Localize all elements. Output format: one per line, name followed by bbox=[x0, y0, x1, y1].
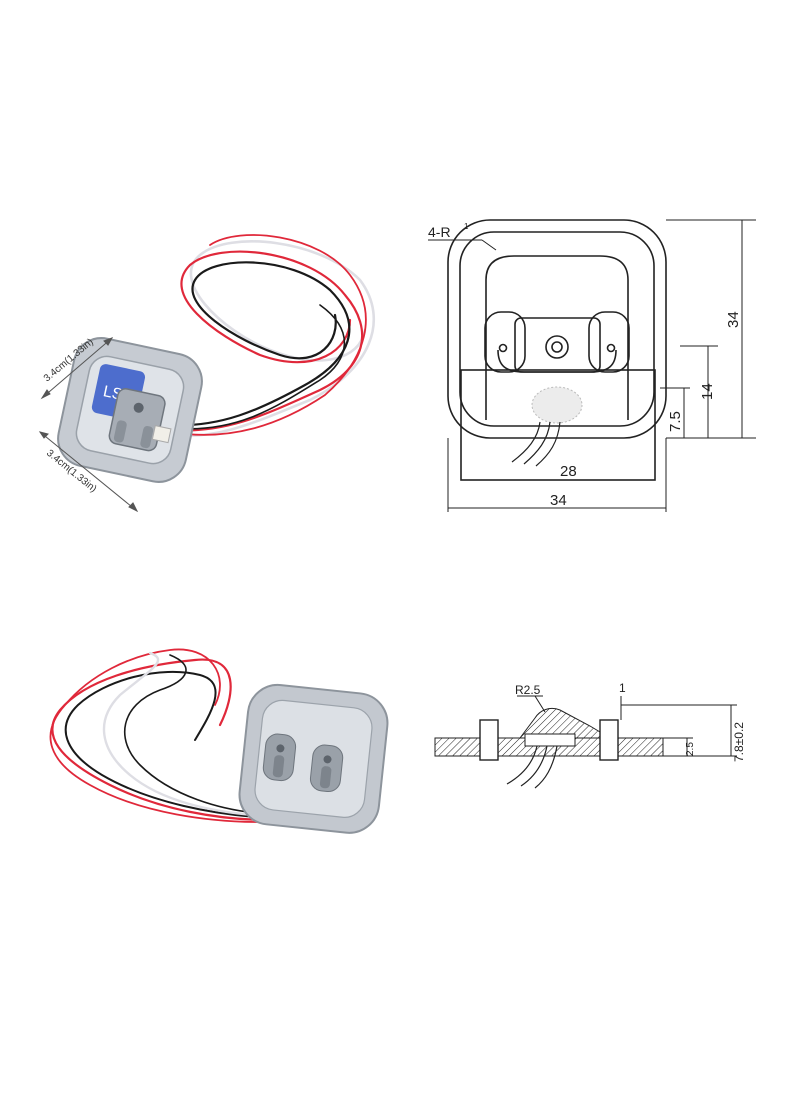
wire-red-2 bbox=[51, 658, 272, 822]
wire-black-2 bbox=[64, 670, 271, 819]
side-radius-label: R2.5 bbox=[515, 683, 541, 697]
dim-14: 14 bbox=[699, 383, 716, 400]
side-dim-2-5: 2.5 bbox=[685, 742, 696, 756]
wire-red bbox=[168, 250, 364, 432]
load-cell-photo-top: LS1 3.4cm(1.33in) 3.4cm(1.33in) bbox=[20, 220, 400, 520]
dim-7-5: 7.5 bbox=[667, 411, 684, 432]
side-dim-1: 1 bbox=[619, 681, 626, 695]
dim-28: 28 bbox=[560, 463, 577, 480]
side-dim-height: 7.8±0.2 bbox=[732, 722, 746, 762]
load-cell-plate-2 bbox=[238, 683, 389, 834]
load-cell-photo-bottom bbox=[20, 635, 400, 845]
technical-drawing-side-view: R2.5 1 2.5 7.8±0.2 bbox=[425, 670, 765, 800]
load-cell-plate: LS1 bbox=[57, 337, 203, 483]
radius-label: 4-R bbox=[428, 224, 451, 240]
technical-drawing-top-view: 4-R 1 34 14 7.5 28 34 bbox=[410, 200, 770, 530]
radius-sup: 1 bbox=[464, 222, 469, 231]
dim-height-total: 34 bbox=[725, 311, 742, 328]
inner-outline bbox=[459, 231, 655, 427]
dim-width-total: 34 bbox=[550, 492, 567, 509]
wire-white bbox=[170, 240, 376, 438]
wire-black bbox=[166, 261, 351, 427]
